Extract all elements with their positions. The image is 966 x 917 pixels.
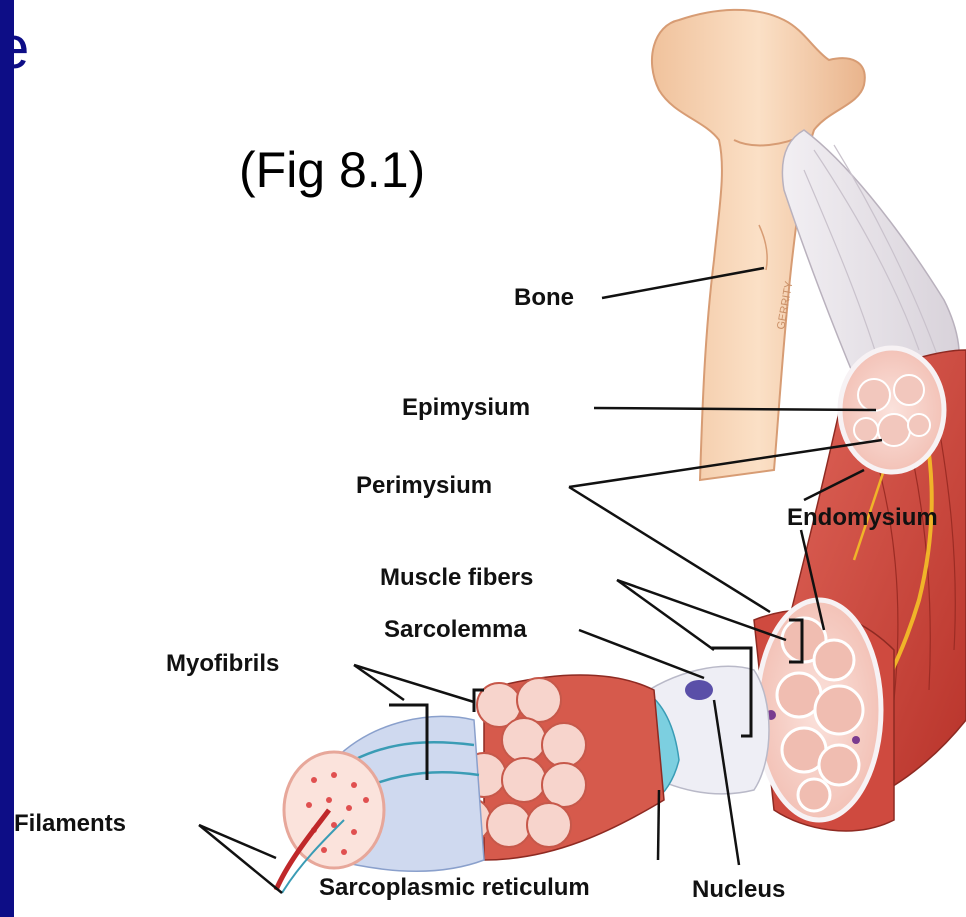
leader-line-filaments-1 [199,825,276,858]
muscle-anatomy-illustration: GERRITY [14,0,966,917]
label-sarcoplasmic-reticulum: Sarcoplasmic reticulum [319,876,590,900]
label-sarcolemma: Sarcolemma [384,618,527,642]
leader-line-myofibrils-1 [354,665,404,700]
leader-line-myofibrils-2 [354,665,474,702]
label-endomysium: Endomysium [787,506,938,530]
leader-line-perimysium-2 [569,487,770,612]
filament-cross-section [276,752,384,893]
label-bone: Bone [514,286,574,310]
leader-line-filaments-2 [199,825,282,893]
nucleus-shape [685,680,713,700]
leader-line-muscle-fibers-2 [617,580,714,650]
label-myofibrils: Myofibrils [166,652,279,676]
leader-line-muscle-fibers-1 [617,580,786,640]
leader-line-epimysium [594,408,876,410]
label-nucleus: Nucleus [692,878,785,902]
fascicle-cross-section [757,600,881,820]
label-muscle-fibers: Muscle fibers [380,566,533,590]
leader-line-sarcolemma [579,630,704,678]
leader-line-sarcoplasmic-reticulum [658,790,659,860]
label-epimysium: Epimysium [402,396,530,420]
label-filaments: Filaments [14,812,126,836]
figure-panel: e (Fig 8.1) [14,0,966,917]
label-perimysium: Perimysium [356,474,492,498]
